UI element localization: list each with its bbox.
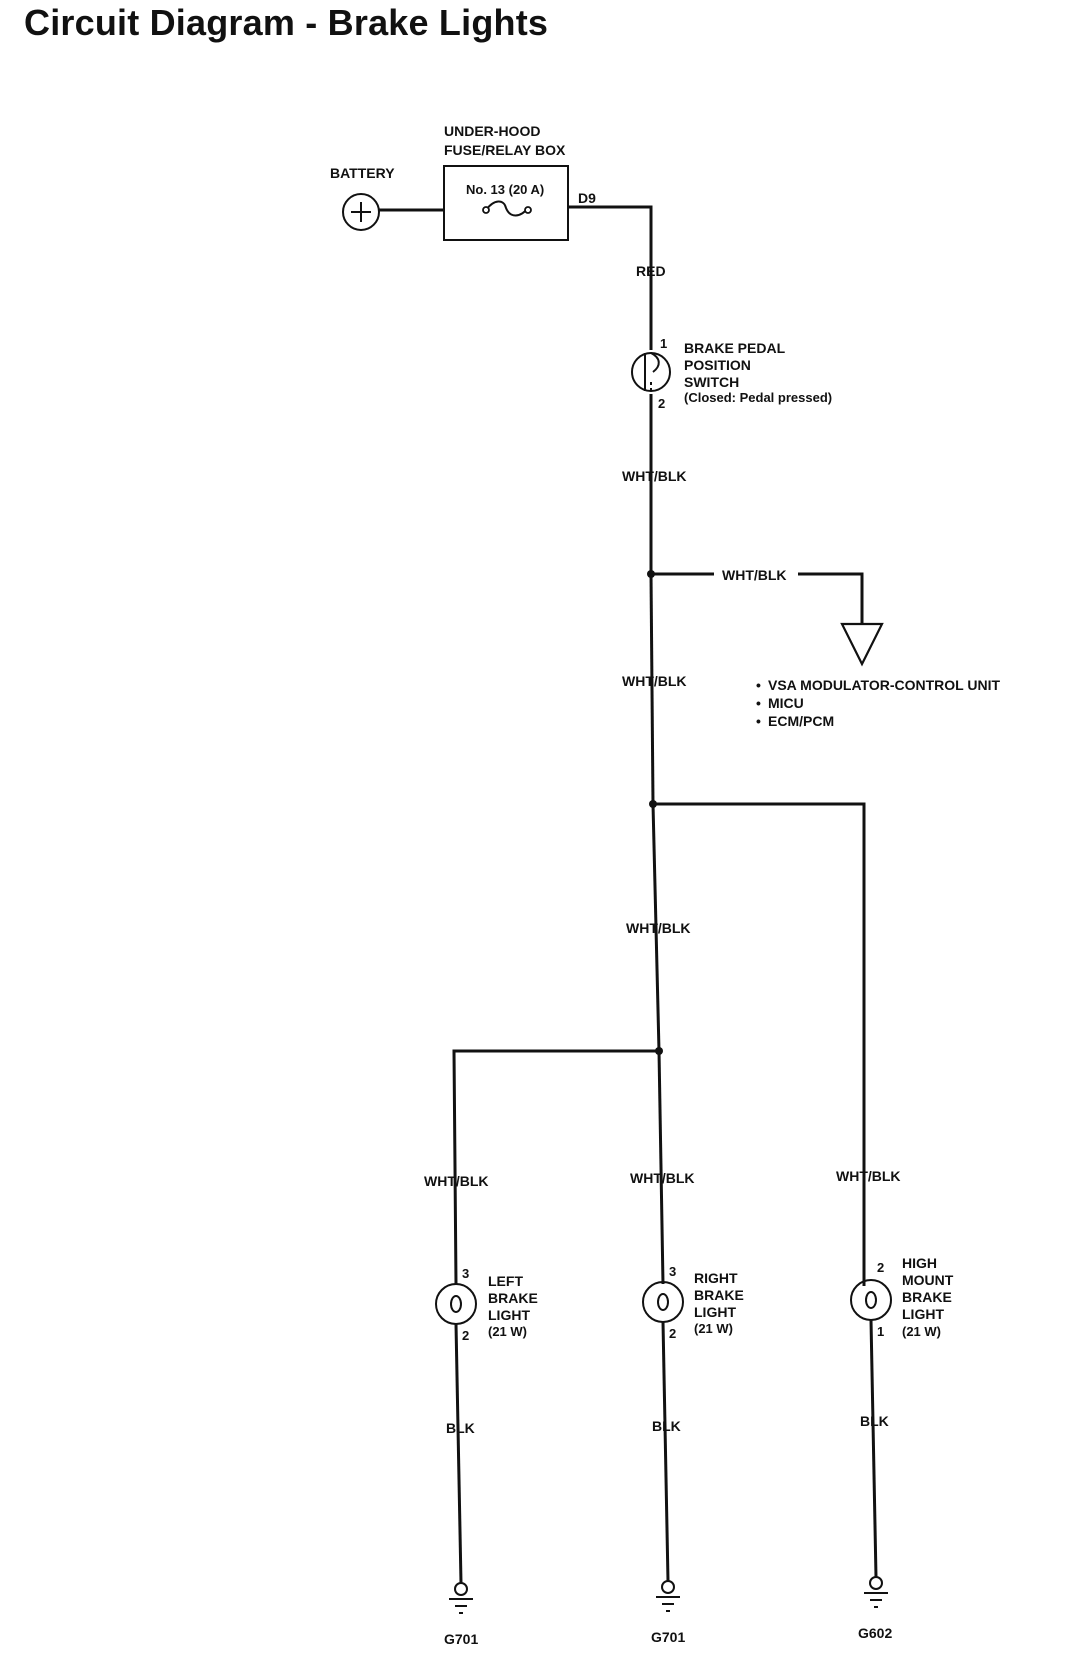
right-light-pin-bottom: 2 <box>669 1326 676 1341</box>
switch-pin-2: 2 <box>658 396 665 411</box>
high-mount-brake-light-bulb <box>850 1279 892 1321</box>
right-light-pin-top: 3 <box>669 1264 676 1279</box>
wire-label-wht-blk-4: WHT/BLK <box>626 920 691 936</box>
fuse-label: No. 13 (20 A) <box>466 182 544 197</box>
wire-junction2-junction3 <box>651 803 661 1052</box>
wire-label-blk-left: BLK <box>446 1420 475 1436</box>
fuse-box-label-line1: UNDER-HOOD <box>444 123 540 139</box>
battery-label: BATTERY <box>330 165 395 181</box>
module-bullet-1: • <box>756 677 761 693</box>
high-light-pin-bottom: 1 <box>877 1324 884 1339</box>
fuse-box-label-line2: FUSE/RELAY BOX <box>444 142 566 158</box>
wire-branch-high-mount <box>653 802 866 1286</box>
left-light-pin-top: 3 <box>462 1266 469 1281</box>
wire-branch-left <box>452 1049 659 1285</box>
wire-left-ground <box>454 1323 463 1584</box>
wire-label-wht-blk-1: WHT/BLK <box>622 468 687 484</box>
ground-symbol-high <box>864 1576 888 1608</box>
module-bullet-3: • <box>756 713 761 729</box>
fuse-terminal-label: D9 <box>578 190 596 206</box>
high-light-label-line4: LIGHT <box>902 1306 944 1322</box>
left-light-label-line2: BRAKE <box>488 1290 538 1306</box>
wire-label-wht-blk-3: WHT/BLK <box>622 673 687 689</box>
wire-label-wht-blk-right: WHT/BLK <box>630 1170 695 1186</box>
fuse-relay-box <box>443 165 569 241</box>
switch-label-line2: POSITION <box>684 357 751 373</box>
right-light-label-line3: LIGHT <box>694 1304 736 1320</box>
wire-label-wht-blk-2: WHT/BLK <box>722 567 787 583</box>
ground-label-right: G701 <box>651 1629 685 1645</box>
module-item-vsa: VSA MODULATOR-CONTROL UNIT <box>768 677 1000 693</box>
right-light-label-line4: (21 W) <box>694 1321 733 1336</box>
left-light-pin-bottom: 2 <box>462 1328 469 1343</box>
wire-branch-modules-b <box>798 572 864 624</box>
wire-label-wht-blk-left: WHT/BLK <box>424 1173 489 1189</box>
wire-label-blk-right: BLK <box>652 1418 681 1434</box>
switch-note: (Closed: Pedal pressed) <box>684 390 832 405</box>
high-light-label-line2: MOUNT <box>902 1272 954 1288</box>
right-brake-light-bulb <box>642 1281 684 1323</box>
ground-symbol-left <box>449 1582 473 1614</box>
high-light-label-line5: (21 W) <box>902 1324 941 1339</box>
wire-high-ground <box>869 1319 878 1578</box>
ground-label-left: G701 <box>444 1631 478 1647</box>
wire-label-blk-high: BLK <box>860 1413 889 1429</box>
wire-label-red: RED <box>636 263 666 279</box>
left-brake-light-bulb <box>435 1283 477 1325</box>
switch-label-line1: BRAKE PEDAL <box>684 340 786 356</box>
battery-symbol <box>342 193 380 231</box>
ground-label-high: G602 <box>858 1625 892 1641</box>
high-light-pin-top: 2 <box>877 1260 884 1275</box>
wire-branch-right <box>657 1050 665 1285</box>
right-light-label-line1: RIGHT <box>694 1270 738 1286</box>
wire-fuse-switch <box>568 205 653 350</box>
module-item-ecm-pcm: ECM/PCM <box>768 713 834 729</box>
high-light-label-line3: BRAKE <box>902 1289 952 1305</box>
left-light-label-line3: LIGHT <box>488 1307 530 1323</box>
wire-junction1-junction2 <box>649 573 655 805</box>
page-title: Circuit Diagram - Brake Lights <box>24 2 549 43</box>
ground-symbol-right <box>656 1580 680 1612</box>
left-light-label-line1: LEFT <box>488 1273 523 1289</box>
module-item-micu: MICU <box>768 695 804 711</box>
wire-label-wht-blk-high: WHT/BLK <box>836 1168 901 1184</box>
brake-pedal-switch-symbol <box>631 352 671 392</box>
module-connector-arrow <box>840 622 884 667</box>
wire-right-ground <box>661 1321 670 1582</box>
fuse-symbol <box>485 200 529 217</box>
high-light-label-line1: HIGH <box>902 1255 937 1271</box>
left-light-label-line4: (21 W) <box>488 1324 527 1339</box>
right-light-label-line2: BRAKE <box>694 1287 744 1303</box>
module-bullet-2: • <box>756 695 761 711</box>
switch-label-line3: SWITCH <box>684 374 739 390</box>
switch-pin-1: 1 <box>660 336 667 351</box>
